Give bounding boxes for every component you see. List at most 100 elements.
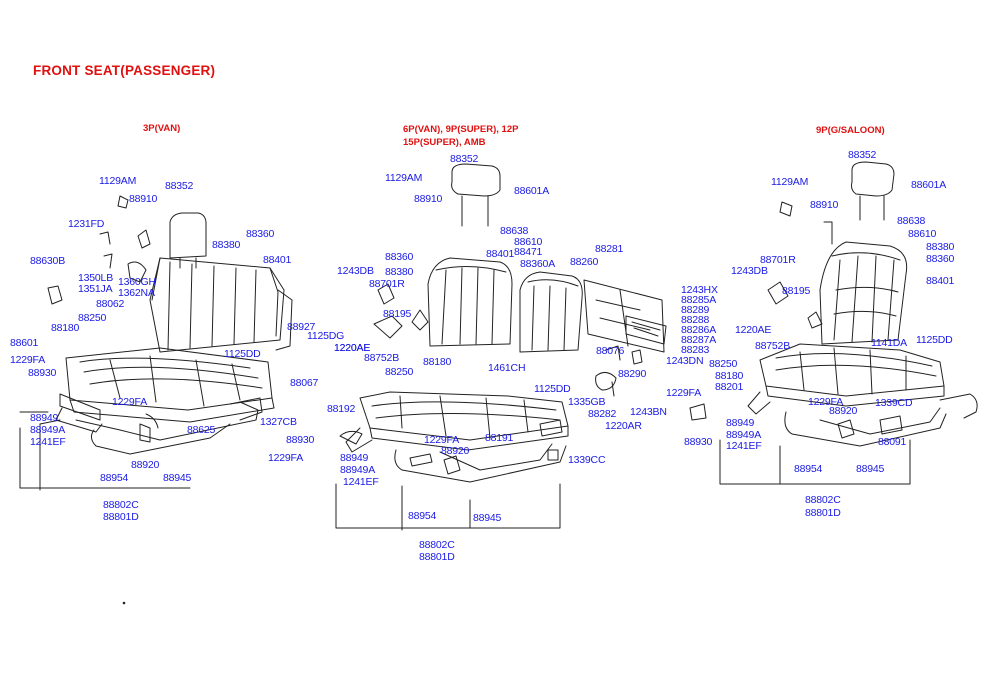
- part-label: 88920: [131, 459, 160, 471]
- part-label: 88954: [408, 510, 437, 522]
- part-label: 88250: [78, 312, 107, 324]
- part-label: 1125DD: [224, 348, 261, 360]
- part-label: 88638: [500, 225, 529, 237]
- part-label: 88610: [514, 236, 543, 248]
- part-label: 1229FA: [268, 452, 303, 464]
- part-label: 1125DD: [916, 334, 953, 346]
- part-label: 1129AM: [99, 175, 137, 187]
- part-label: 88192: [327, 403, 356, 415]
- part-label: 88802C: [419, 539, 455, 551]
- part-label: 88910: [414, 193, 443, 205]
- part-label: 1125DD: [534, 383, 571, 395]
- part-label: 88260: [570, 256, 599, 268]
- part-label: 88067: [290, 377, 319, 389]
- part-label: 88471: [514, 246, 543, 258]
- section-heading-left: 3P(VAN): [143, 123, 181, 134]
- part-label: 88945: [473, 512, 502, 524]
- part-label: 1461CH: [488, 362, 526, 374]
- part-label: 1243DB: [337, 265, 374, 277]
- part-label: 88180: [423, 356, 452, 368]
- part-label: 88287A: [681, 334, 717, 346]
- part-label: 88285A: [681, 294, 717, 306]
- part-label: 88401: [263, 254, 292, 266]
- section-heading-middle-2: 15P(SUPER), AMB: [403, 137, 486, 148]
- part-label: 1220AE: [735, 324, 772, 336]
- part-label: 88288: [681, 314, 710, 326]
- part-label: 88401: [486, 248, 515, 260]
- part-label: 88802C: [103, 499, 139, 511]
- part-label: 1362NA: [118, 287, 155, 299]
- part-label: 88801D: [103, 511, 139, 523]
- part-label: 88401: [926, 275, 955, 287]
- part-label: 88801D: [805, 507, 841, 519]
- part-label: 88360: [385, 251, 414, 263]
- part-label: 1231FD: [68, 218, 105, 230]
- part-label: 88201: [715, 381, 744, 393]
- part-label: 1141DA: [871, 337, 907, 349]
- part-label: 88801D: [419, 551, 455, 563]
- part-label: 88945: [163, 472, 192, 484]
- part-label: 88802C: [805, 494, 841, 506]
- part-label: 88286A: [681, 324, 717, 336]
- part-label: 88701R: [760, 254, 796, 266]
- part-label: 88601: [10, 337, 39, 349]
- part-label: 1125DG: [307, 330, 345, 342]
- part-label: 88910: [129, 193, 158, 205]
- part-label: 88191: [485, 432, 514, 444]
- part-label: 1229FA: [112, 396, 147, 408]
- part-label: 88630B: [30, 255, 66, 267]
- part-label: 88930: [684, 436, 713, 448]
- part-label: 88352: [450, 153, 479, 165]
- part-label: 88930: [286, 434, 315, 446]
- part-label: 1241EF: [343, 476, 379, 488]
- part-label: 1241EF: [726, 440, 762, 452]
- part-label: 1350LB: [78, 272, 114, 284]
- part-label: 1220AE: [334, 342, 371, 354]
- part-label: 88283: [681, 344, 710, 356]
- part-label: 1220AR: [605, 420, 642, 432]
- part-label: 1129AM: [385, 172, 423, 184]
- part-label: 88076: [596, 345, 625, 357]
- part-label: 1229FA: [666, 387, 701, 399]
- part-label: 88610: [908, 228, 937, 240]
- part-label: 88360A: [520, 258, 556, 270]
- part-label: 88920: [441, 445, 470, 457]
- part-label: 1129AM: [771, 176, 809, 188]
- part-label: 1243HX: [681, 284, 718, 296]
- part-label: 88625: [187, 424, 216, 436]
- part-label: 88380: [385, 266, 414, 278]
- part-label: 88910: [810, 199, 839, 211]
- part-label: 88281: [595, 243, 624, 255]
- part-label: 88380: [212, 239, 241, 251]
- part-label: 1229FA: [424, 434, 459, 446]
- part-label: 1243DN: [666, 355, 704, 367]
- part-label: 88949: [726, 417, 755, 429]
- right-seat-assembly: [689, 161, 978, 485]
- part-label: 1360GH: [118, 276, 156, 288]
- part-label: 88954: [100, 472, 129, 484]
- part-label: 1339CC: [568, 454, 606, 466]
- part-label: 88638: [897, 215, 926, 227]
- part-label: 1351JA: [78, 283, 113, 295]
- part-label: 1335GB: [568, 396, 606, 408]
- part-label: 88701R: [369, 278, 405, 290]
- part-label: 88180: [51, 322, 80, 334]
- page-title: FRONT SEAT(PASSENGER): [33, 63, 216, 78]
- part-label: 88195: [782, 285, 811, 297]
- part-label: 1327CB: [260, 416, 297, 428]
- part-label: 88360: [926, 253, 955, 265]
- part-label: 88927: [287, 321, 316, 333]
- part-label: 88290: [618, 368, 647, 380]
- part-label: 1220AE: [334, 342, 371, 354]
- part-label: 1243BN: [630, 406, 667, 418]
- part-label: 88062: [96, 298, 125, 310]
- part-label: 88949: [30, 412, 59, 424]
- part-label: 88180: [715, 370, 744, 382]
- part-label: 1241EF: [30, 436, 66, 448]
- part-label: 1243DB: [731, 265, 768, 277]
- part-label: 88930: [28, 367, 57, 379]
- part-label: 88949A: [726, 429, 762, 441]
- part-label: 88091: [878, 436, 907, 448]
